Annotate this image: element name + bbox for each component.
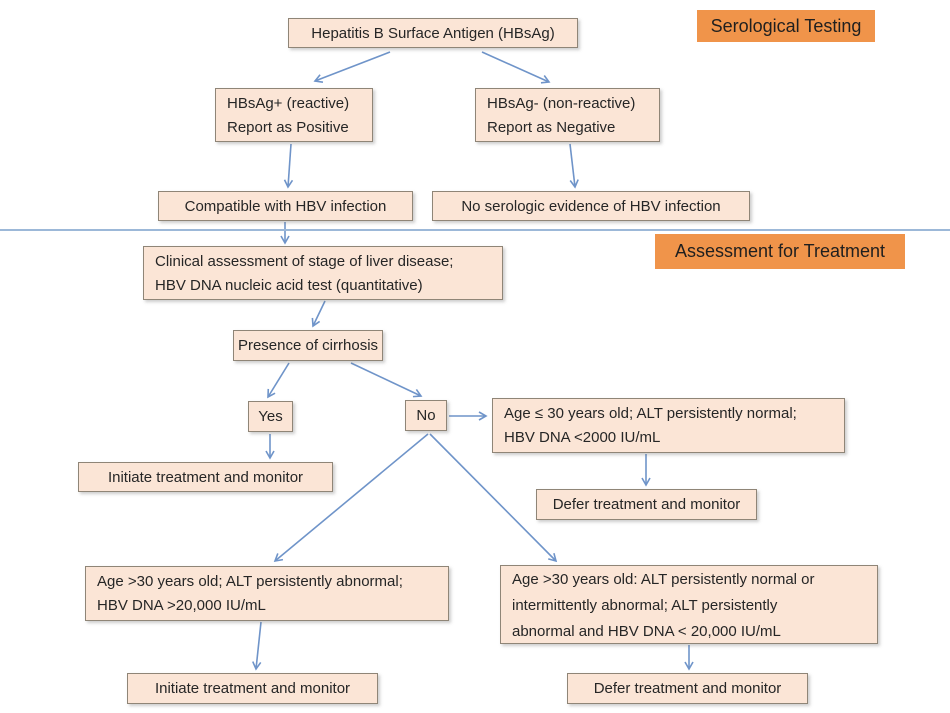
- node-text: Yes: [258, 408, 283, 425]
- node-text: Compatible with HBV infection: [184, 197, 387, 215]
- node-text: Presence of cirrhosis: [237, 337, 379, 354]
- arrow-age-gt30-left-to-initiate-bottom: [252, 621, 262, 671]
- section-label-text: Serological Testing: [710, 15, 862, 36]
- node-compatible-with-hbv: Compatible with HBV infection: [158, 191, 413, 221]
- node-text-line: Clinical assessment of stage of liver di…: [155, 253, 454, 270]
- node-text-line: Age >30 years old; ALT persistently abno…: [97, 573, 403, 590]
- arrow-no-to-age-gt30-left: [273, 433, 429, 563]
- node-hbsag-negative: HBsAg- (non-reactive) Report as Negative: [475, 88, 660, 142]
- node-text-line: Age ≤ 30 years old; ALT persistently nor…: [504, 405, 797, 422]
- arrow-negative-to-noserologic: [569, 143, 579, 189]
- node-text-line: intermittently abnormal; ALT persistentl…: [512, 597, 778, 614]
- node-defer-treatment-top: Defer treatment and monitor: [536, 489, 757, 520]
- node-text-line: HBV DNA nucleic acid test (quantitative): [155, 277, 423, 294]
- node-text-line: abnormal and HBV DNA < 20,000 IU/mL: [512, 623, 781, 640]
- node-text: Initiate treatment and monitor: [107, 468, 304, 486]
- node-text-line: HBV DNA <2000 IU/mL: [504, 429, 661, 446]
- node-defer-treatment-bottom: Defer treatment and monitor: [567, 673, 808, 704]
- node-hbsag-positive: HBsAg+ (reactive) Report as Positive: [215, 88, 373, 142]
- node-text: No serologic evidence of HBV infection: [461, 197, 721, 215]
- node-text-line: HBsAg+ (reactive): [227, 95, 350, 112]
- arrow-test-to-negative: [481, 51, 551, 84]
- node-text: Defer treatment and monitor: [593, 680, 782, 697]
- arrow-presence-to-yes: [267, 362, 290, 399]
- node-text: Defer treatment and monitor: [552, 496, 741, 513]
- node-age-gt-30-abnormal: Age >30 years old; ALT persistently abno…: [85, 566, 449, 621]
- node-no: No: [405, 400, 447, 431]
- node-yes: Yes: [248, 401, 293, 432]
- arrow-positive-to-compatible: [283, 143, 294, 189]
- node-no-serologic-evidence: No serologic evidence of HBV infection: [432, 191, 750, 221]
- node-text-line: Age >30 years old: ALT persistently norm…: [512, 571, 815, 588]
- arrow-test-to-positive: [313, 51, 391, 83]
- node-presence-of-cirrhosis: Presence of cirrhosis: [233, 330, 383, 361]
- node-age-gt-30-normal-or-intermittent: Age >30 years old: ALT persistently norm…: [500, 565, 878, 644]
- node-clinical-assessment: Clinical assessment of stage of liver di…: [143, 246, 503, 300]
- node-text-line: HBV DNA >20,000 IU/mL: [97, 597, 266, 614]
- arrow-presence-to-no: [350, 362, 423, 398]
- node-initiate-treatment-bottom: Initiate treatment and monitor: [127, 673, 378, 704]
- arrow-clinical-to-presence: [311, 300, 326, 328]
- node-text: Hepatitis B Surface Antigen (HBsAg): [311, 24, 555, 42]
- node-text-line: HBsAg- (non-reactive): [487, 95, 636, 112]
- section-label-text: Assessment for Treatment: [674, 241, 886, 261]
- node-text-line: Report as Negative: [487, 119, 616, 136]
- node-hbsag-test: Hepatitis B Surface Antigen (HBsAg): [288, 18, 578, 48]
- node-text: No: [416, 407, 436, 424]
- section-label-assessment-for-treatment: Assessment for Treatment: [655, 234, 905, 269]
- section-label-serological-testing: Serological Testing: [697, 10, 875, 42]
- node-text-line: Report as Positive: [227, 119, 349, 136]
- node-age-le-30: Age ≤ 30 years old; ALT persistently nor…: [492, 398, 845, 453]
- node-text: Initiate treatment and monitor: [154, 680, 351, 697]
- node-initiate-treatment-top: Initiate treatment and monitor: [78, 462, 333, 492]
